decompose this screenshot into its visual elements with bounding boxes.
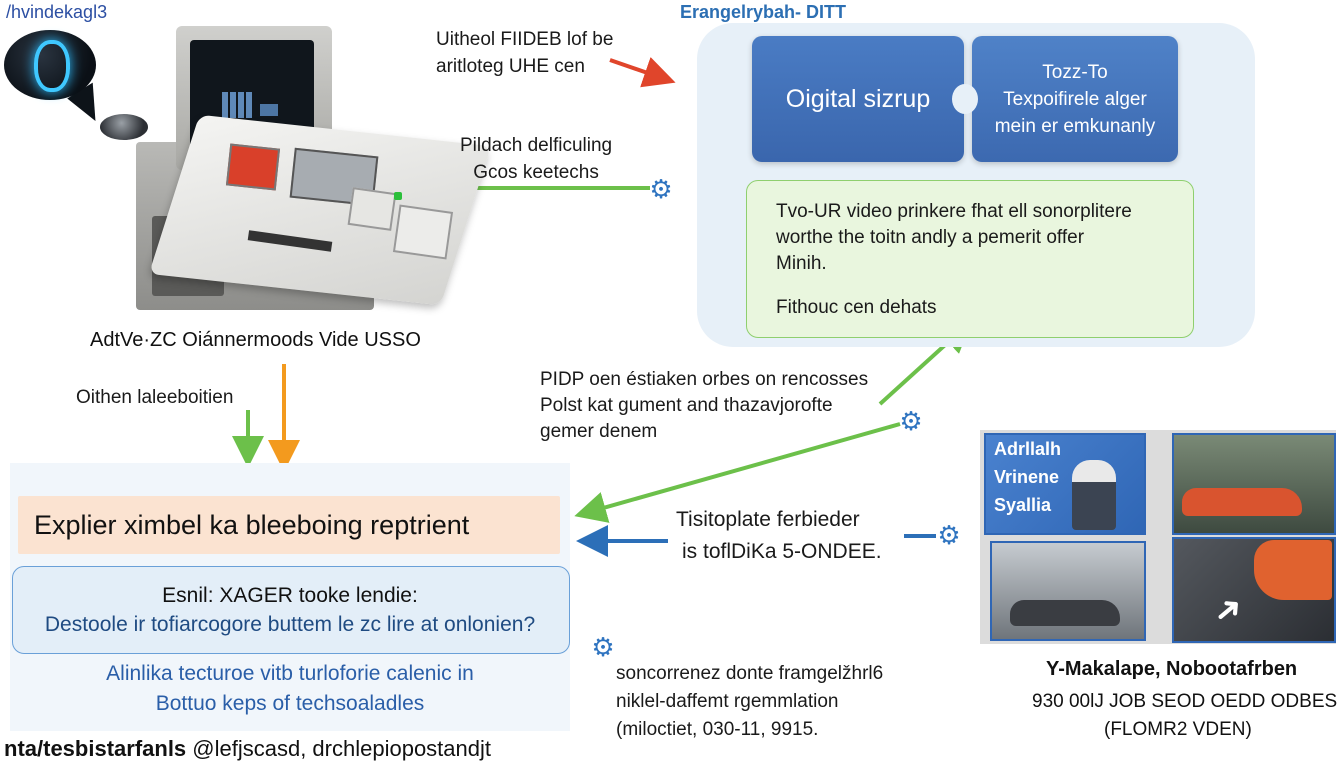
photo-caption-line: (FLOMR2 VDEN) bbox=[1104, 719, 1252, 740]
low-note-line: soncorrenez donte framgelžhrl6 bbox=[616, 663, 884, 684]
console-tray-large bbox=[392, 204, 454, 260]
green-arrow-label-line: Gcos keetechs bbox=[473, 162, 599, 183]
red-arrow-label-line: aritloteg UHE cen bbox=[436, 56, 585, 77]
bubble-glyph-icon bbox=[34, 40, 70, 92]
description-box bbox=[746, 180, 1194, 338]
tozz-box-line: Texpoifirele alger bbox=[1003, 88, 1147, 110]
console-tray bbox=[347, 187, 397, 231]
photo-tile-line: Adrllalh bbox=[994, 439, 1062, 459]
photo-tile-text: Adrllalh Vrinene Syallia bbox=[994, 435, 1061, 519]
photo-tile-line: Vrinene bbox=[994, 467, 1060, 487]
tozz-box: Tozz-To Texpoifirele alger mein er emkun… bbox=[972, 36, 1178, 162]
credit-handle: nta/tesbistarfanls bbox=[4, 736, 187, 761]
footer-line: Bottuo keps of techsoaladles bbox=[155, 692, 425, 715]
green-arrow-label-line: Pildach delficuling bbox=[460, 135, 613, 156]
headline-bar: Explier ximbel ka bleeboing reptrient bbox=[18, 496, 560, 554]
template-note-line: Tisitoplate ferbieder bbox=[676, 508, 860, 531]
console-red-screen bbox=[225, 143, 281, 191]
query-line: Destoole ir tofiarcogore buttem le zc li… bbox=[44, 613, 536, 636]
gear-icon: ⚙ bbox=[591, 632, 615, 662]
corner-label: /hvindekagl3 bbox=[6, 2, 108, 22]
description-line: Tvo-UR video prinkere fhat ell sonorplit… bbox=[776, 201, 1132, 222]
tozz-box-line: mein er emkunanly bbox=[994, 115, 1156, 137]
puck-device-icon bbox=[100, 114, 148, 140]
gear-icon: ⚙ bbox=[649, 174, 673, 204]
gear-icon: ⚙ bbox=[899, 406, 923, 436]
middle-note-line: gemer denem bbox=[540, 421, 658, 442]
person-figure bbox=[1072, 460, 1116, 530]
panel-title: Erangelrybah- DITT bbox=[680, 2, 847, 22]
screen-grid bbox=[222, 92, 254, 118]
middle-note-line: Polst kat gument and thazavjorofte bbox=[540, 395, 833, 416]
gear-icon: ⚙ bbox=[937, 520, 961, 550]
tozz-box-line: Tozz-To bbox=[1042, 61, 1108, 83]
photo-tile-line: Syallia bbox=[994, 495, 1052, 515]
orange-car bbox=[1254, 540, 1332, 600]
dark-car bbox=[1010, 600, 1120, 626]
side-note: Oithen laleeboitien bbox=[76, 387, 234, 408]
screen-block bbox=[260, 104, 278, 116]
red-arrow-label-line: Uitheol FIIDEB lof be bbox=[436, 29, 614, 50]
description-line: worthe the toitn andly a pemerit offer bbox=[776, 227, 1085, 248]
digital-box: Oigital sizrup bbox=[752, 36, 964, 162]
red-arrow-label: Uitheol FIIDEB lof be aritloteg UHE cen bbox=[436, 26, 613, 80]
low-note-line: (miloctiet, 030-11, 9915. bbox=[616, 719, 819, 740]
credit-rest: @lefjscasd, drchlepiopostandjt bbox=[186, 736, 492, 761]
footer-line: Alinlika tecturoe vitb turloforie caleni… bbox=[106, 662, 474, 685]
description-line: Fithouc cen dehats bbox=[776, 297, 937, 318]
photo-caption-line: 930 00lJ JOB SEOD OEDD ODBES bbox=[1032, 691, 1338, 712]
query-box bbox=[12, 566, 570, 654]
red-car bbox=[1182, 488, 1302, 516]
computer-caption: AdtVe·ZC Oiánnermoods Vide USSO bbox=[90, 329, 421, 351]
low-note-line: niklel-daffemt rgemmlation bbox=[616, 691, 839, 712]
red-arrow bbox=[609, 57, 676, 88]
middle-note-line: PIDP oen éstiaken orbes on rencosses bbox=[540, 369, 869, 390]
green-arrow-label: Pildach delficuling Gcos keetechs bbox=[460, 132, 612, 186]
description-line: Minih. bbox=[776, 253, 827, 274]
console-led-icon bbox=[394, 192, 402, 200]
photo-caption-title: Y-Makalape, Nobootafrben bbox=[1046, 658, 1298, 680]
template-note-line: is toflDiKa 5-ONDEE. bbox=[682, 540, 882, 563]
query-line: Esnil: XAGER tooke lendie: bbox=[162, 584, 418, 607]
bottom-credit: nta/tesbistarfanls @lefjscasd, drchlepio… bbox=[4, 735, 491, 762]
photo-tile-forest-car bbox=[1172, 433, 1336, 535]
photo-tile-person bbox=[984, 433, 1146, 535]
photo-tile-dark-car bbox=[990, 541, 1146, 641]
puzzle-connector bbox=[952, 84, 978, 114]
